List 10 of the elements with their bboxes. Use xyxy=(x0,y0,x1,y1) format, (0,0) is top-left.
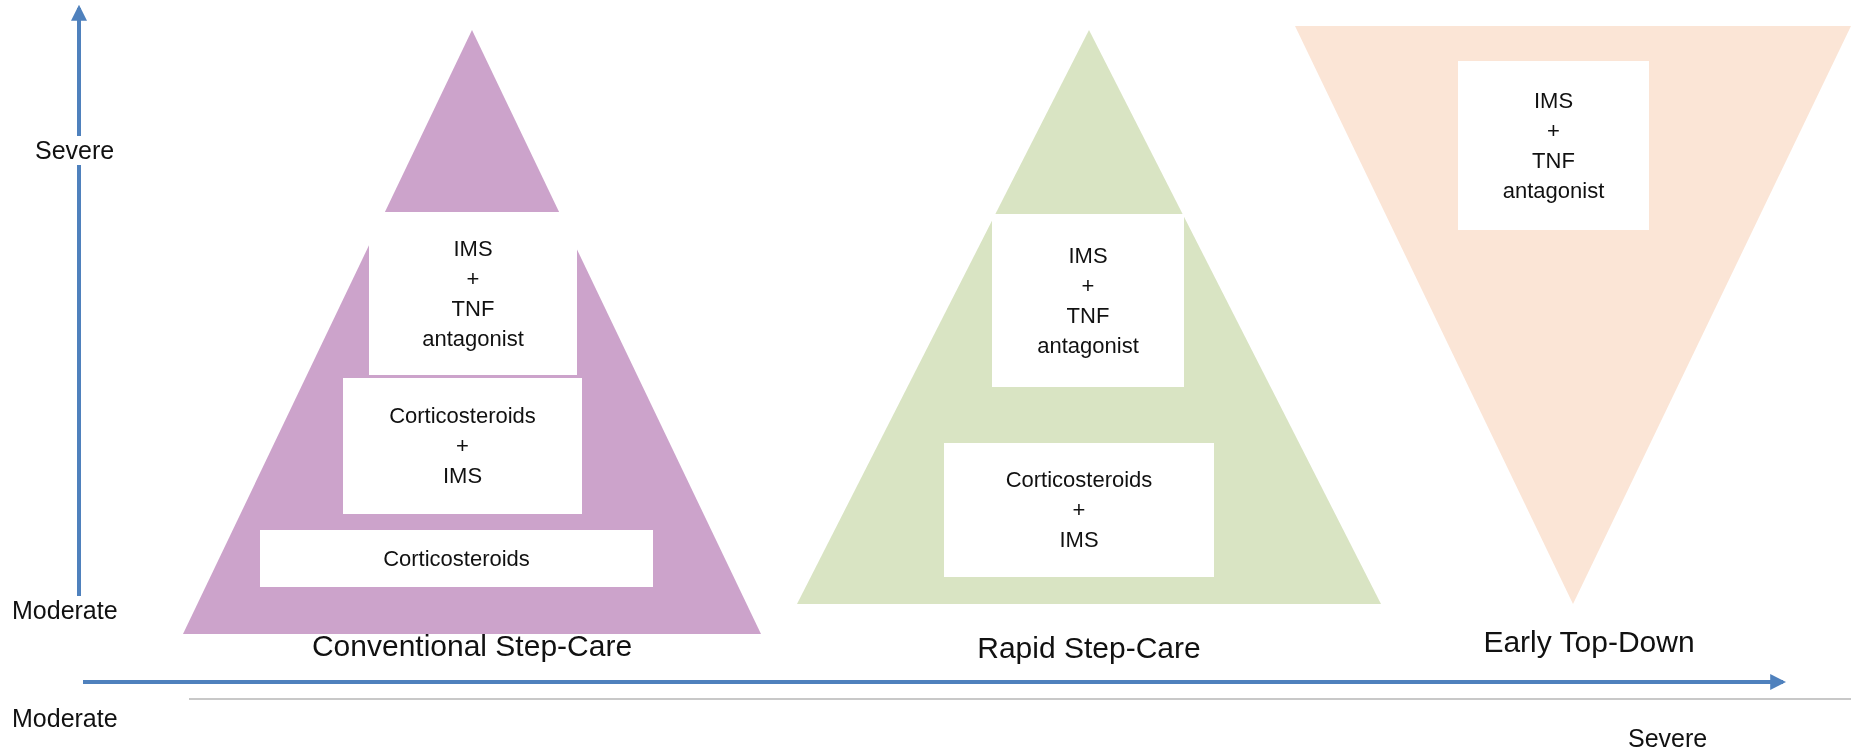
therapy-box: IMS + TNF antagonist xyxy=(369,212,577,375)
strategy-title: Conventional Step-Care xyxy=(310,629,634,663)
therapy-box: IMS + TNF antagonist xyxy=(1458,61,1649,230)
therapy-box: Corticosteroids + IMS xyxy=(343,378,582,514)
strategy-title: Early Top-Down xyxy=(1482,625,1696,659)
strategy-title: Rapid Step-Care xyxy=(976,631,1202,665)
therapy-box: Corticosteroids xyxy=(260,530,653,587)
therapy-box: IMS + TNF antagonist xyxy=(992,214,1184,387)
therapy-box: Corticosteroids + IMS xyxy=(944,443,1214,577)
axis-label: Severe xyxy=(35,136,115,165)
